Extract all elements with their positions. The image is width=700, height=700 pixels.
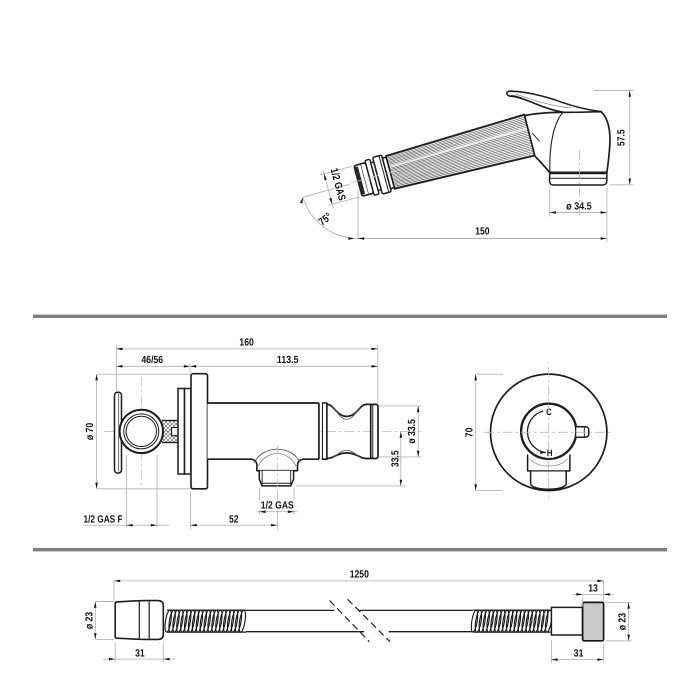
svg-text:70: 70 xyxy=(464,427,475,437)
svg-text:57.5: 57.5 xyxy=(616,129,627,146)
svg-text:113.5: 113.5 xyxy=(277,355,299,366)
svg-text:52: 52 xyxy=(229,514,239,525)
svg-text:ø 70: ø 70 xyxy=(85,423,96,440)
svg-text:160: 160 xyxy=(239,337,254,348)
svg-text:33.5: 33.5 xyxy=(391,450,402,467)
svg-text:1/2 GAS: 1/2 GAS xyxy=(261,500,294,511)
svg-text:ø 23: ø 23 xyxy=(618,613,629,630)
svg-text:H: H xyxy=(547,448,553,458)
svg-text:1250: 1250 xyxy=(350,569,369,580)
svg-text:31: 31 xyxy=(574,649,584,660)
svg-text:ø 23: ø 23 xyxy=(84,612,95,629)
svg-text:ø 34.5: ø 34.5 xyxy=(566,202,592,213)
svg-text:1/2 GAS F: 1/2 GAS F xyxy=(84,514,123,525)
svg-text:46/56: 46/56 xyxy=(142,355,164,366)
svg-text:150: 150 xyxy=(475,227,490,238)
svg-text:31: 31 xyxy=(135,649,145,660)
svg-text:13: 13 xyxy=(588,583,598,594)
svg-text:ø 33.5: ø 33.5 xyxy=(407,419,418,444)
